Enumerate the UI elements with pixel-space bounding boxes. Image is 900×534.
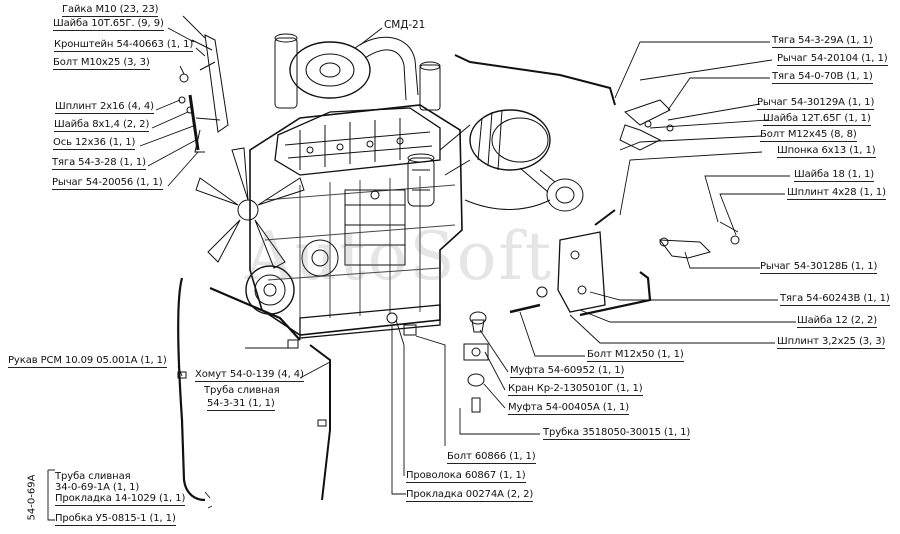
label-washer-12: Шайба 12 (2, 2) — [797, 315, 878, 328]
label-hose: Рукав РСМ 10.09 05.001А (1, 1) — [8, 355, 167, 368]
label-washer-10t: Шайба 10Т.65Г. (9, 9) — [53, 18, 164, 31]
linkage-right — [454, 54, 740, 317]
label-drain-pipe-2: Труба сливная — [55, 471, 131, 482]
label-coupling-60952: Муфта 54-60952 (1, 1) — [510, 365, 625, 378]
label-split-pin-2x16: Шплинт 2х16 (4, 4) — [55, 101, 154, 114]
label-wire: Проволока 60867 (1, 1) — [406, 470, 526, 483]
engine-model-title: СМД-21 — [384, 19, 426, 31]
label-split-pin-32x25: Шплинт 3,2х25 (3, 3) — [777, 336, 886, 349]
label-bolt-60866: Болт 60866 (1, 1) — [447, 451, 536, 464]
label-bracket: Кронштейн 54-40663 (1, 1) — [54, 39, 194, 52]
fuel-pump — [344, 189, 406, 266]
label-plug: Пробка У5-0815-1 (1, 1) — [55, 513, 176, 526]
air-filter — [439, 109, 584, 212]
label-lever-54-20056: Рычаг 54-20056 (1, 1) — [52, 177, 163, 190]
label-lever-54-30128b: Рычаг 54-30128Б (1, 1) — [760, 261, 878, 274]
label-tube: Трубка 3518050-30015 (1, 1) — [543, 427, 691, 440]
side-code: 54-0-69А — [26, 474, 38, 521]
label-key-6x13: Шпонка 6х13 (1, 1) — [777, 145, 876, 158]
label-drain-pipe-2-code: 34-0-69-1А (1, 1) — [55, 482, 140, 493]
label-washer-8x14: Шайба 8х1,4 (2, 2) — [54, 119, 150, 132]
engine-block — [249, 104, 463, 339]
watermark: AutoSoft — [245, 218, 554, 295]
label-lever-54-30129a: Рычаг 54-30129А (1, 1) — [757, 97, 875, 110]
label-drain-pipe-1-code: 54-3-31 (1, 1) — [207, 398, 275, 411]
fan — [195, 147, 305, 269]
lever-assembly-left — [178, 34, 229, 153]
label-drain-pipe-1: Труба сливная — [204, 385, 280, 396]
leader-lines — [47, 15, 796, 521]
label-clamp: Хомут 54-0-139 (4, 4) — [195, 369, 304, 382]
valve-parts — [386, 311, 489, 413]
label-rod-54-3-28: Тяга 54-3-28 (1, 1) — [52, 157, 146, 170]
label-rod-54-60243v: Тяга 54-60243В (1, 1) — [780, 293, 890, 306]
label-bolt-m12x45: Болт М12х45 (8, 8) — [760, 129, 857, 142]
label-bolt-m10x25: Болт М10х25 (3, 3) — [53, 57, 150, 70]
label-rod-54-3-29a: Тяга 54-3-29А (1, 1) — [772, 35, 873, 48]
label-gasket-00274a: Прокладка 00274А (2, 2) — [406, 489, 534, 502]
label-washer-18: Шайба 18 (1, 1) — [794, 169, 875, 182]
label-rod-54-0-70v: Тяга 54-0-70В (1, 1) — [772, 71, 873, 84]
oil-filter — [407, 153, 435, 207]
label-split-pin-4x28: Шплинт 4х28 (1, 1) — [787, 187, 886, 200]
label-nut-m10: Гайка М10 (23, 23) — [62, 4, 159, 17]
label-lever-54-20104: Рычаг 54-20104 (1, 1) — [777, 53, 888, 66]
label-axle-12x36: Ось 12х36 (1, 1) — [53, 137, 136, 150]
drain-pipes — [177, 277, 331, 502]
label-bolt-m12x50: Болт М12х50 (1, 1) — [587, 349, 684, 362]
label-washer-12t: Шайба 12Т.65Г (1, 1) — [763, 113, 871, 126]
turbocharger — [274, 33, 441, 111]
label-valve: Кран Кр-2-1305010Г (1, 1) — [508, 383, 643, 396]
label-gasket-14-1029: Прокладка 14-1029 (1, 1) — [55, 493, 186, 506]
label-coupling-00405a: Муфта 54-00405А (1, 1) — [508, 402, 630, 415]
